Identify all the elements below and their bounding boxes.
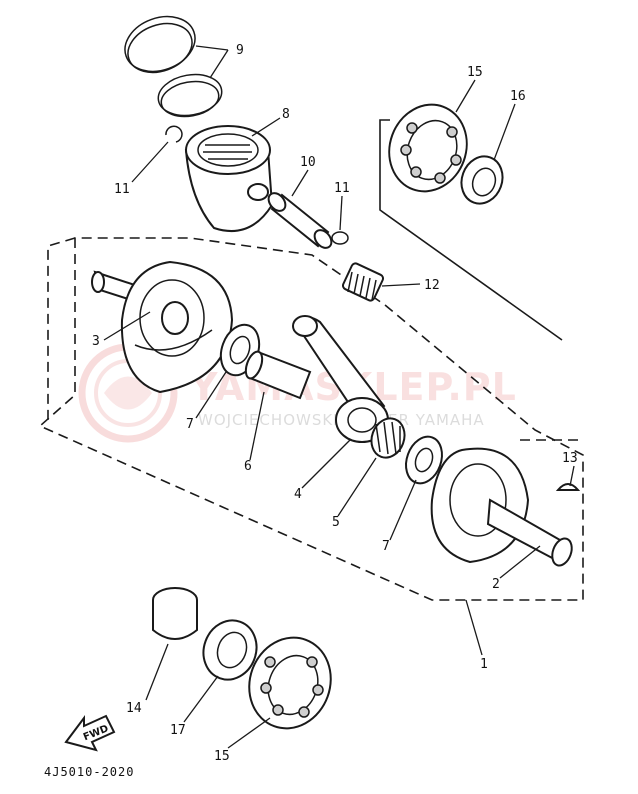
- circlip-right: [331, 231, 349, 245]
- callout-7-right: 7: [382, 539, 390, 554]
- callout-15-lower: 15: [214, 749, 230, 764]
- callout-17: 17: [170, 723, 186, 738]
- piston: [184, 125, 274, 233]
- diagram-code: 4J5010-2020: [44, 765, 134, 779]
- callout-12: 12: [424, 278, 440, 293]
- callout-7-left: 7: [186, 417, 194, 432]
- callout-3: 3: [92, 334, 100, 349]
- callout-1: 1: [480, 657, 488, 672]
- main-bearing-upper: [388, 103, 468, 193]
- bearing-group-bracket: [379, 119, 563, 341]
- thrust-washer-right: [405, 435, 443, 485]
- oil-seal-upper: [460, 155, 504, 205]
- callout-4: 4: [294, 487, 302, 502]
- forward-arrow-icon: FWD: [64, 714, 116, 752]
- piston-rings: [124, 15, 223, 118]
- small-end-bearing: [341, 262, 385, 302]
- callout-5: 5: [332, 515, 340, 530]
- crankshaft-assembly-outline: [38, 237, 584, 601]
- oil-seal-lower: [202, 619, 258, 681]
- crank-pin: [244, 350, 312, 400]
- main-bearing-lower: [248, 636, 332, 730]
- crank-half-left: [91, 260, 234, 394]
- circlip-left: [165, 125, 183, 143]
- callout-8: 8: [282, 107, 290, 122]
- callout-2: 2: [492, 577, 500, 592]
- callout-10: 10: [300, 155, 316, 170]
- callout-14: 14: [126, 701, 142, 716]
- callout-11-left: 11: [114, 182, 130, 197]
- woodruff-key: [555, 483, 581, 491]
- callout-6: 6: [244, 459, 252, 474]
- callout-11-right: 11: [334, 181, 350, 196]
- callout-13: 13: [562, 451, 578, 466]
- callout-15-upper: 15: [467, 65, 483, 80]
- callout-9: 9: [236, 43, 244, 58]
- leader-lines: [103, 45, 575, 749]
- piston-pin: [267, 192, 333, 249]
- bearing-collar: [152, 587, 198, 640]
- callout-16: 16: [510, 89, 526, 104]
- crank-half-right: [430, 447, 573, 567]
- big-end-bearing: [370, 417, 406, 459]
- callout-numbers: 9 8 11 10 11 12 15 16 3 7 6 4 5 7 13 2 1…: [92, 43, 578, 764]
